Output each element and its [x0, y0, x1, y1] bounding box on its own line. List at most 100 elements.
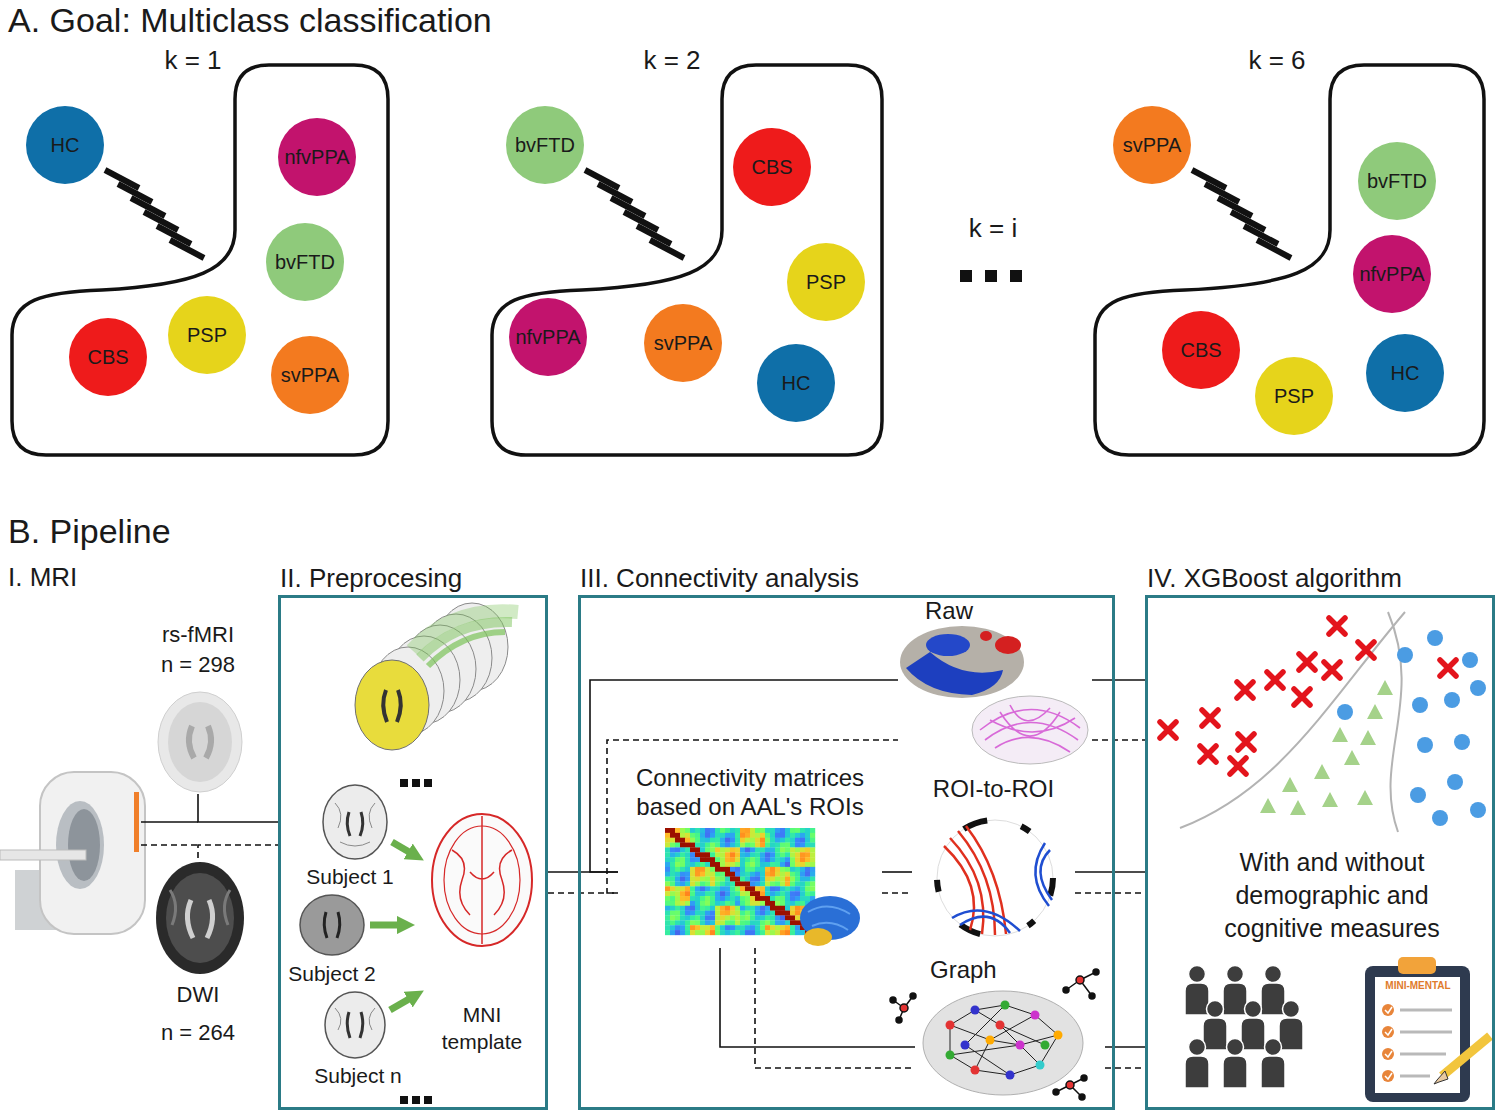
- diagnosis-circle: bvFTD: [266, 223, 344, 301]
- connectivity-matrix: [670, 881, 675, 886]
- connectivity-matrix: [800, 843, 805, 848]
- connectivity-matrix: [805, 877, 810, 882]
- connectivity-matrix: [700, 862, 705, 867]
- connectivity-matrix: [750, 906, 755, 911]
- connectivity-matrix: [675, 843, 680, 848]
- connectivity-matrix: [705, 906, 710, 911]
- connectivity-matrix: [745, 828, 750, 833]
- connectivity-matrix: [810, 862, 815, 867]
- connectivity-matrix: [770, 843, 775, 848]
- circle-label: nfvPPA: [1353, 262, 1431, 286]
- connector-group: [198, 680, 1145, 1068]
- connectivity-matrix: [670, 930, 675, 935]
- connectivity-matrix: [665, 852, 670, 857]
- connectivity-matrix: [685, 838, 690, 843]
- fmri-brain-image: [158, 692, 242, 792]
- connectivity-matrix: [665, 886, 670, 891]
- connectivity-matrix: [685, 896, 690, 901]
- connectivity-matrix: [755, 891, 760, 896]
- connectivity-matrix: [750, 847, 755, 852]
- connectivity-matrix: [770, 906, 775, 911]
- connectivity-matrix: [785, 877, 790, 882]
- connectivity-matrix: [730, 867, 735, 872]
- slice-stack: [355, 603, 518, 750]
- diagnosis-circle: PSP: [1255, 357, 1333, 435]
- connectivity-matrix: [725, 828, 730, 833]
- connectivity-matrix: [735, 847, 740, 852]
- connectivity-matrix: [675, 911, 680, 916]
- connectivity-matrix: [780, 911, 785, 916]
- connectivity-matrix: [750, 862, 755, 867]
- connectivity-matrix: [765, 852, 770, 857]
- connectivity-matrix: [670, 857, 675, 862]
- classifier-scatter: [1237, 682, 1253, 698]
- connectivity-matrix: [715, 911, 720, 916]
- connectivity-matrix: [735, 833, 740, 838]
- people-icon: [1261, 1039, 1285, 1089]
- connectivity-matrix: [765, 930, 770, 935]
- clipboard-icon: [1400, 1010, 1452, 1076]
- connectivity-matrix: [765, 925, 770, 930]
- connectivity-matrix: [740, 843, 745, 848]
- ellipsis-dots: [1010, 270, 1022, 282]
- connectivity-matrix: [675, 920, 680, 925]
- connectivity-matrix: [800, 886, 805, 891]
- connectivity-matrix: [680, 881, 685, 886]
- connectivity-matrix: [760, 891, 765, 896]
- connectivity-matrix: [765, 877, 770, 882]
- circle-label: nfvPPA: [509, 325, 587, 349]
- connectivity-matrix: [705, 901, 710, 906]
- connectivity-matrix: [760, 833, 765, 838]
- connectivity-matrix: [765, 847, 770, 852]
- connectivity-matrix: [800, 852, 805, 857]
- connectivity-matrix: [770, 828, 775, 833]
- graph-brain: [986, 1036, 995, 1045]
- connectivity-matrix: [700, 872, 705, 877]
- annotation-label: Subject n: [308, 1064, 408, 1088]
- connectivity-matrix: [750, 857, 755, 862]
- connectivity-matrix: [785, 920, 790, 925]
- circle-label: PSP: [787, 270, 865, 294]
- connectivity-matrix: [800, 881, 805, 886]
- connectivity-matrix: [695, 838, 700, 843]
- dwi-brain-image: [156, 862, 244, 974]
- graph-icon: [1089, 993, 1095, 999]
- figure-label: Raw: [925, 598, 1005, 624]
- connectivity-matrix: [725, 891, 730, 896]
- classifier-scatter: [1160, 612, 1486, 832]
- graph-brain: [971, 1066, 980, 1075]
- connectivity-matrix: [705, 847, 710, 852]
- connectivity-matrix: [770, 833, 775, 838]
- connectivity-matrix: [740, 915, 745, 920]
- connectivity-matrix: [690, 847, 695, 852]
- connectivity-matrix: [700, 847, 705, 852]
- connectivity-matrix: [705, 857, 710, 862]
- connectivity-matrix: [805, 862, 810, 867]
- people-icon: [1261, 966, 1285, 1016]
- connectivity-matrix: [710, 891, 715, 896]
- connectivity-matrix: [780, 901, 785, 906]
- tractography-image: [972, 696, 1088, 764]
- connectivity-matrix: [675, 891, 680, 896]
- brain-icon: [808, 906, 850, 930]
- connectivity-matrix: [775, 891, 780, 896]
- connectivity-matrix: [765, 896, 770, 901]
- clipboard-icon: [1365, 966, 1470, 1102]
- connectivity-matrix: [670, 862, 675, 867]
- separator-hatch: [170, 240, 204, 258]
- connectivity-matrix: [665, 911, 670, 916]
- connectivity-matrix: [705, 920, 710, 925]
- connectivity-matrix: [730, 862, 735, 867]
- connectivity-matrix: [745, 867, 750, 872]
- connectivity-matrix: [710, 828, 715, 833]
- connectivity-matrix: [710, 852, 715, 857]
- connectivity-matrix: [740, 891, 745, 896]
- classifier-scatter: [1410, 787, 1426, 803]
- pipeline-connector: [607, 740, 898, 893]
- pipeline-connector: [1092, 739, 1145, 741]
- connectivity-matrix: [765, 886, 770, 891]
- connectivity-matrix: [760, 930, 765, 935]
- graph-brain: [971, 1006, 980, 1015]
- connectivity-matrix: [665, 901, 670, 906]
- connectivity-matrix: [800, 862, 805, 867]
